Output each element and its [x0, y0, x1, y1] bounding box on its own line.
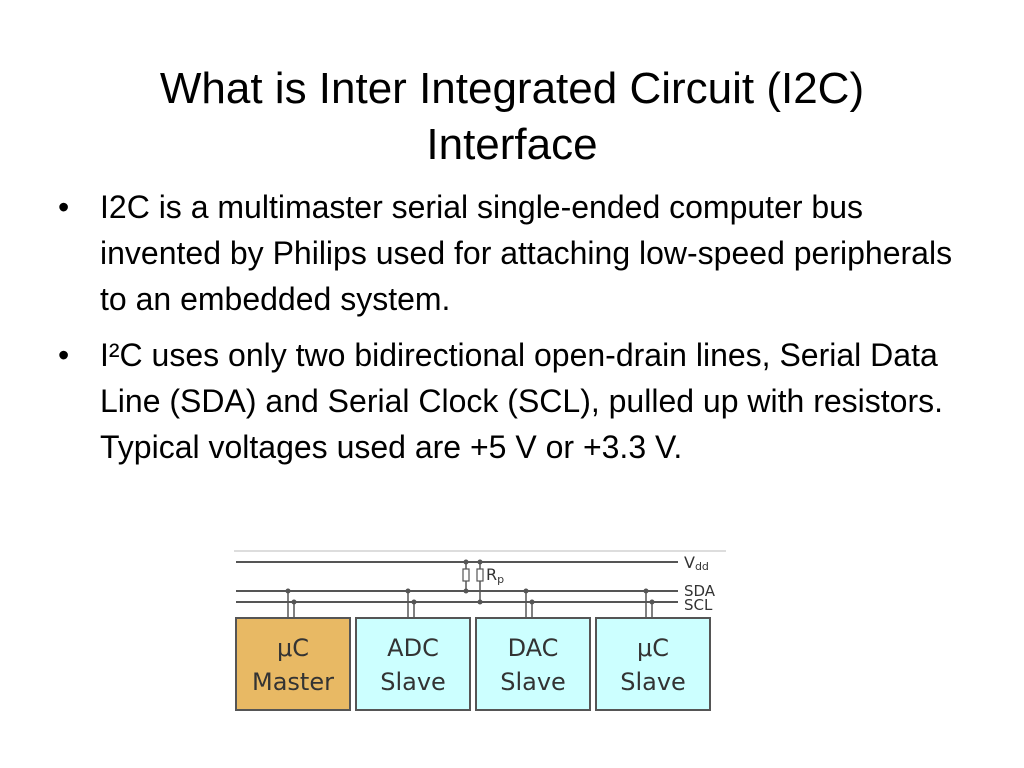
bullet-text: I2C is a multimaster serial single-ended… [100, 189, 953, 317]
svg-text:μC: μC [637, 634, 669, 662]
bullet-text: I²C uses only two bidirectional open-dra… [100, 337, 943, 465]
svg-text:Slave: Slave [620, 668, 686, 696]
svg-text:Slave: Slave [500, 668, 566, 696]
title-line-2: Interface [426, 120, 598, 170]
vdd-label: Vdd [684, 553, 709, 573]
svg-text:μC: μC [277, 634, 309, 662]
pullup-resistors [462, 559, 484, 605]
block-dac-slave: DAC Slave [475, 617, 591, 711]
block-uc-slave: μC Slave [595, 617, 711, 711]
bullet-dot: • [58, 189, 70, 225]
slide-title: What is Inter Integrated Circuit (I2C) I… [60, 61, 964, 173]
scl-label: SCL [684, 596, 713, 614]
i2c-diagram-svg: Rp Vdd SDA SCL [234, 550, 726, 711]
bullet-dot: • [58, 337, 70, 373]
block-adc-slave: ADC Slave [355, 617, 471, 711]
bullet-list: • I2C is a multimaster serial single-end… [58, 184, 978, 480]
svg-text:Master: Master [252, 668, 334, 696]
device-taps [285, 588, 655, 618]
svg-text:Slave: Slave [380, 668, 446, 696]
svg-text:DAC: DAC [508, 634, 559, 662]
bullet-item: • I²C uses only two bidirectional open-d… [58, 332, 978, 470]
block-uc-master: μC Master [235, 617, 351, 711]
i2c-bus-diagram: Rp Vdd SDA SCL [234, 548, 726, 718]
bullet-item: • I2C is a multimaster serial single-end… [58, 184, 978, 322]
sda-label: SDA [684, 582, 716, 600]
title-line-1: What is Inter Integrated Circuit (I2C) [159, 64, 865, 114]
rp-label: Rp [486, 565, 504, 586]
svg-text:ADC: ADC [387, 634, 439, 662]
